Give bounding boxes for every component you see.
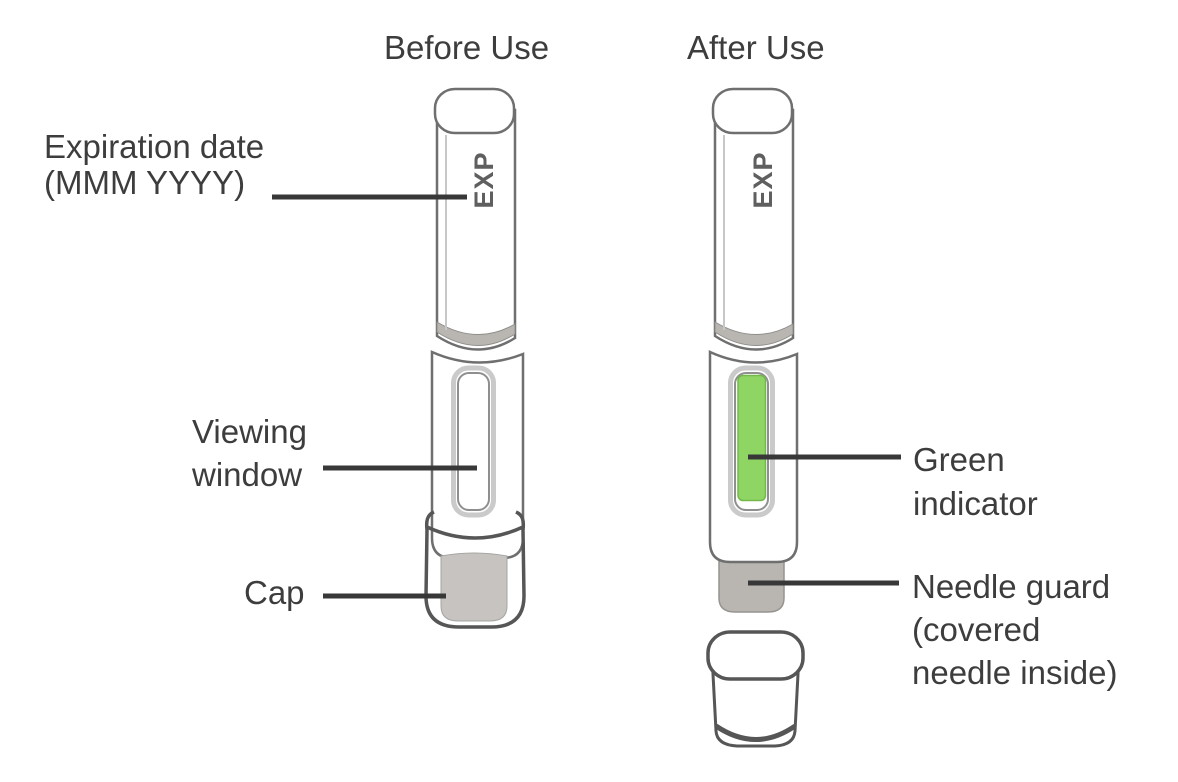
viewing-window xyxy=(457,372,490,511)
after-use-title: After Use xyxy=(687,29,825,66)
exp-text-after: EXP xyxy=(748,151,778,209)
pen-cap xyxy=(424,510,526,629)
green-indicator-bar xyxy=(737,374,767,502)
needle-guard-label-line3: needle inside) xyxy=(912,654,1118,691)
viewing-window-label-line2: window xyxy=(192,456,303,493)
cap-gray-fill xyxy=(440,552,508,622)
expiration-label-line2: (MMM YYYY) xyxy=(44,164,246,201)
viewing-window-outer xyxy=(451,365,496,518)
before-pen-band xyxy=(436,321,516,346)
leader-lines xyxy=(272,194,901,599)
expiration-label: Expiration date (MMM YYYY) xyxy=(44,129,264,201)
viewing-window-label: Viewing window xyxy=(192,410,307,496)
after-pen-band xyxy=(714,321,794,346)
viewing-window-label-line1: Viewing xyxy=(192,413,307,450)
exp-text-before: EXP xyxy=(469,151,499,209)
green-indicator-label-line2: indicator xyxy=(913,485,1038,522)
green-indicator-label: Green indicator xyxy=(913,438,1038,526)
expiration-label-line1: Expiration date xyxy=(44,128,265,165)
after-pen-body-upper xyxy=(713,108,795,351)
needle-guard-label-line1: Needle guard xyxy=(912,568,1111,605)
needle-guard-label-line2: (covered xyxy=(912,611,1041,648)
before-use-title: Before Use xyxy=(384,29,550,66)
cap-label: Cap xyxy=(244,574,305,611)
needle-guard-label: Needle guard (covered needle inside) xyxy=(912,565,1117,694)
removed-cap-base xyxy=(714,723,797,742)
after-window-outer xyxy=(728,365,775,518)
before-pen xyxy=(424,87,526,629)
removed-cap-rim xyxy=(706,630,805,681)
green-indicator-label-line1: Green xyxy=(913,441,1005,478)
after-pen-top xyxy=(711,87,794,135)
before-pen-body-upper xyxy=(435,108,517,351)
removed-cap xyxy=(706,630,805,748)
before-pen-top xyxy=(433,87,516,135)
